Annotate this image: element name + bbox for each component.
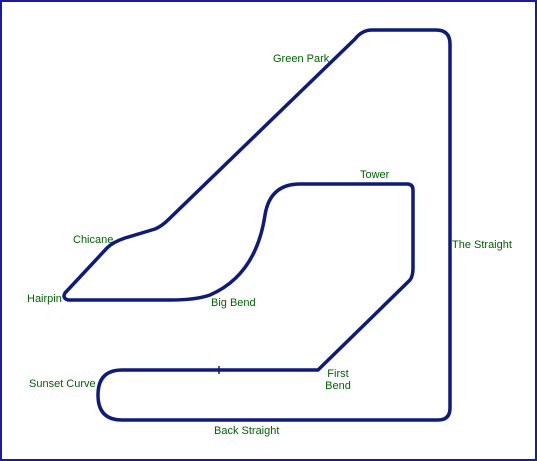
label-sunset-curve: Sunset Curve [29, 378, 96, 390]
label-first-bend-line2: Bend [325, 380, 351, 392]
label-tower: Tower [360, 169, 390, 181]
label-green-park: Green Park [273, 53, 330, 65]
label-the-straight: The Straight [452, 239, 512, 251]
label-hairpin: Hairpin [27, 293, 62, 305]
label-back-straight: Back Straight [214, 425, 280, 437]
label-big-bend: Big Bend [211, 297, 256, 309]
label-first-bend: First Bend [320, 368, 356, 392]
label-first-bend-line1: First [327, 368, 349, 380]
label-chicane: Chicane [73, 234, 114, 246]
race-track-outline [62, 28, 452, 422]
